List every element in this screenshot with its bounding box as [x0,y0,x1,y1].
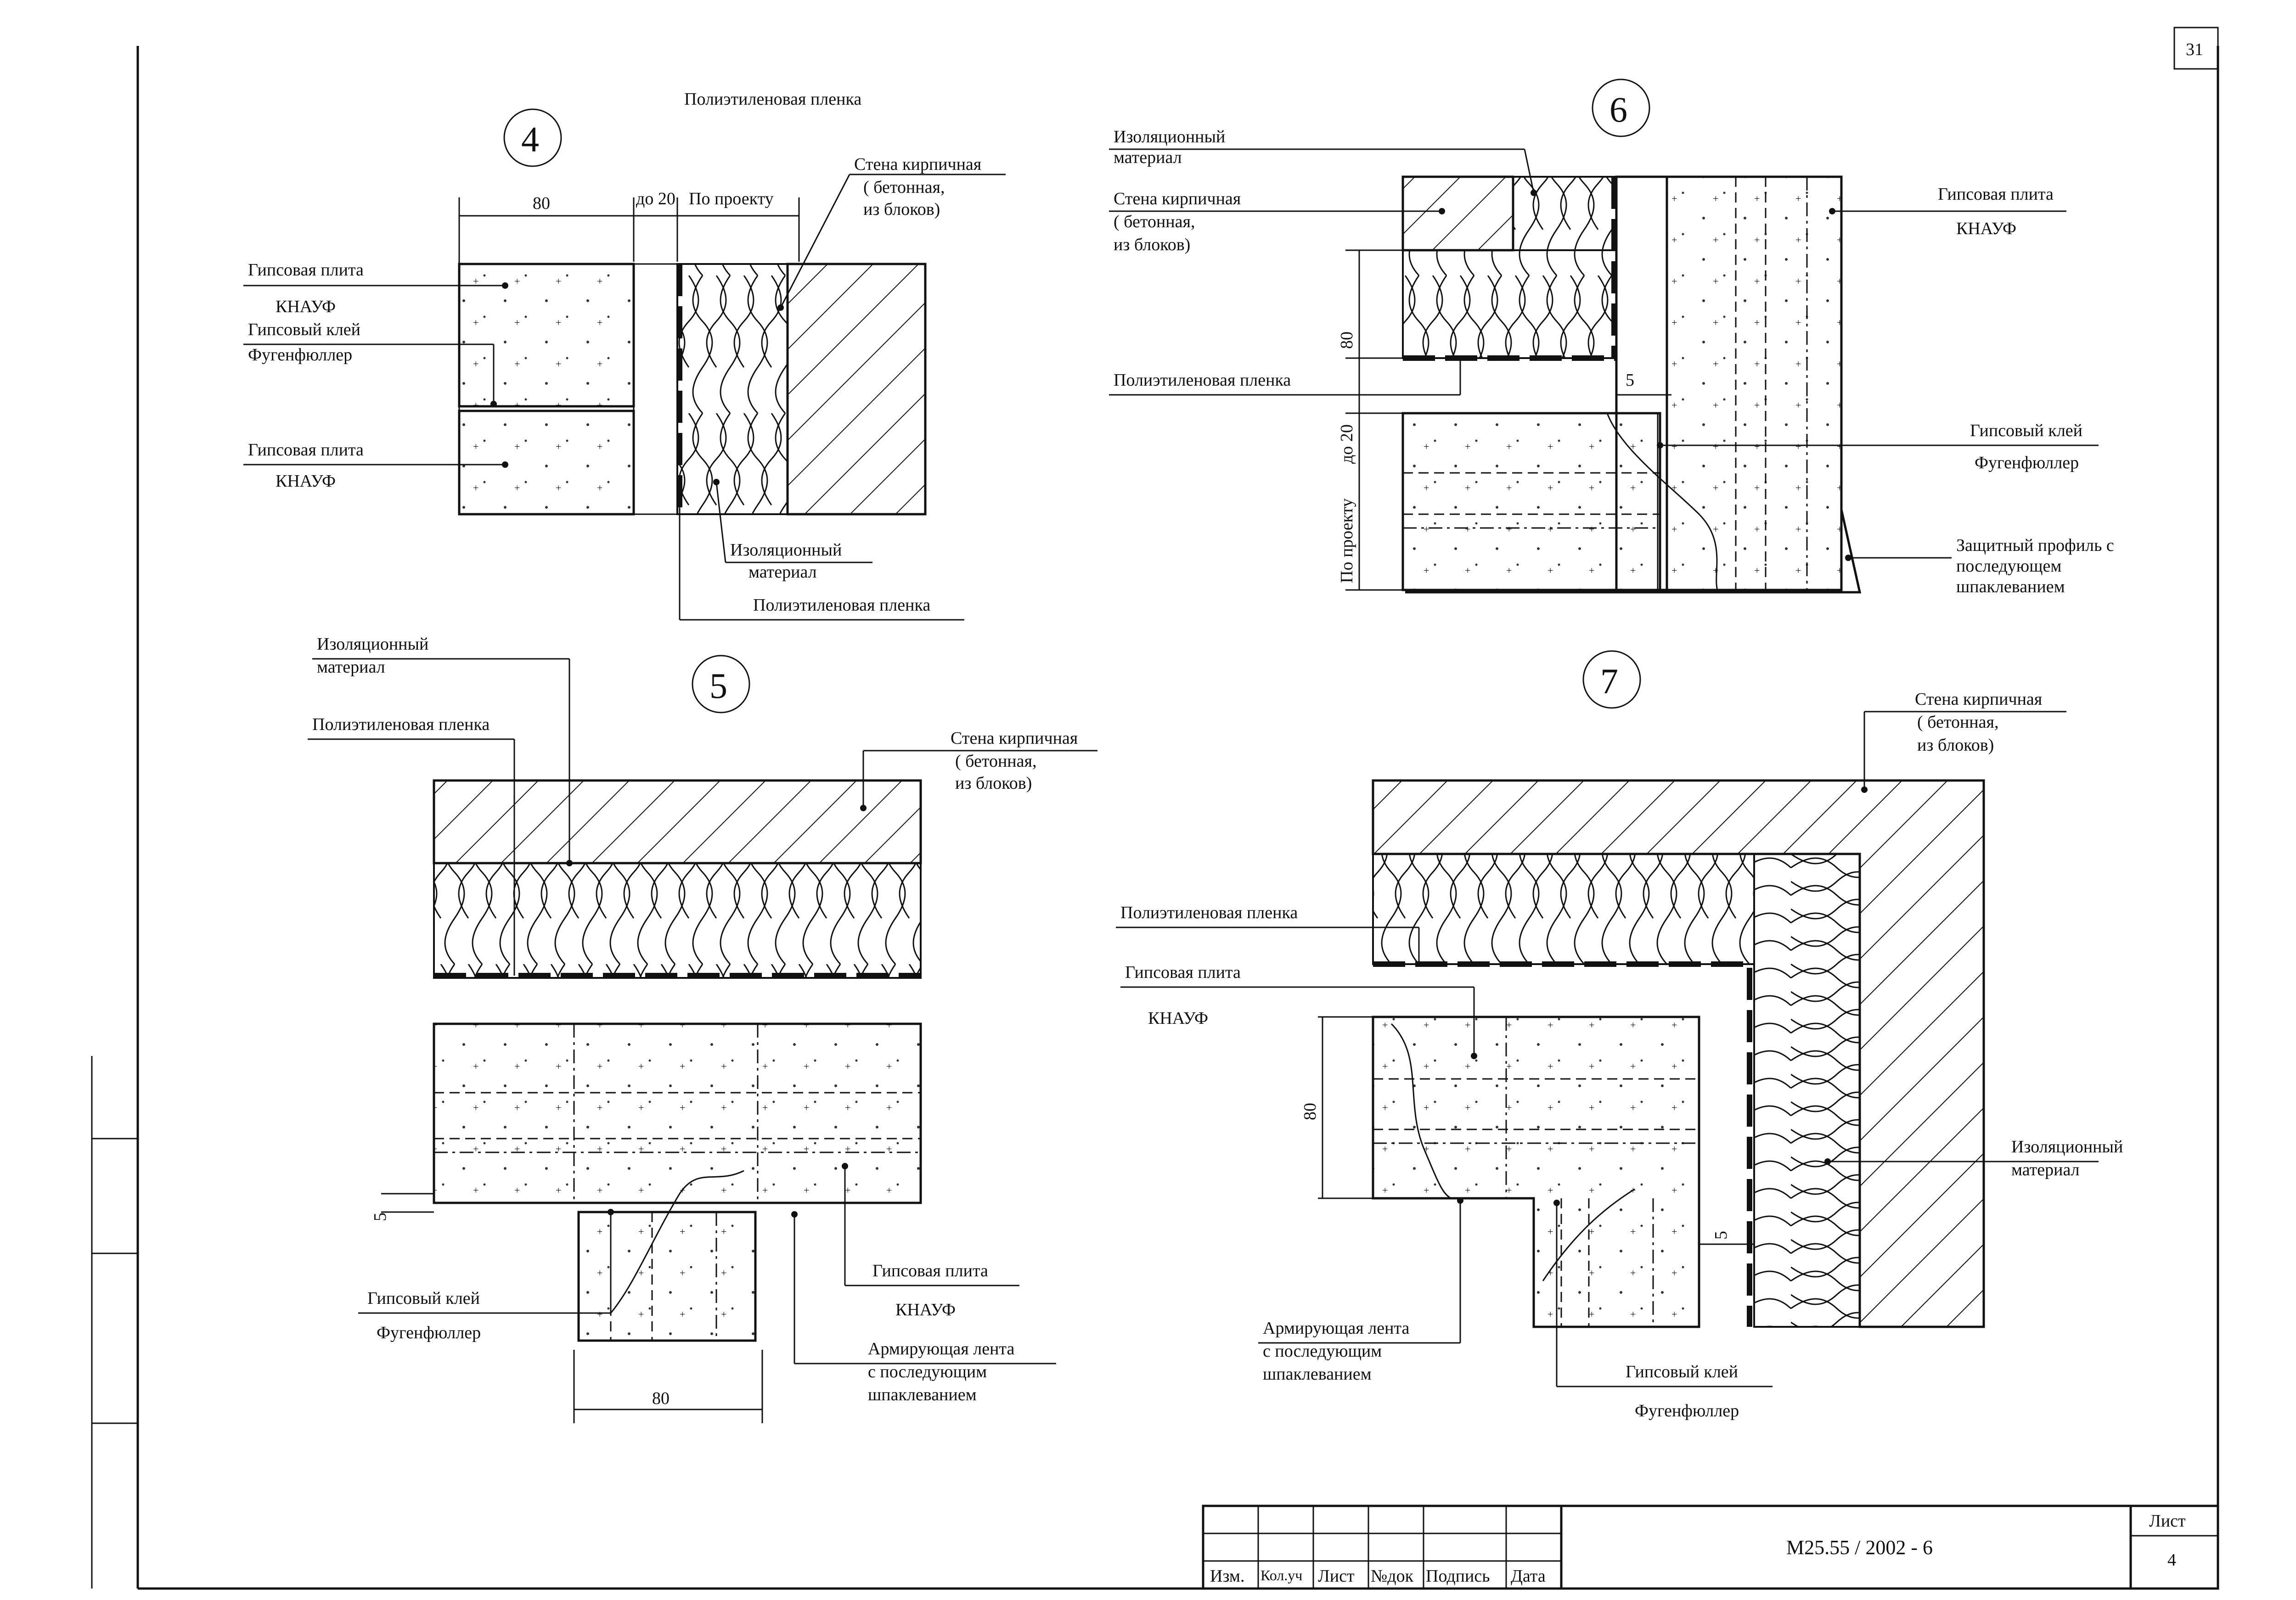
stamp-header-podpis: Подпись [1426,1566,1490,1586]
detail-5-tape-label-1: Армирующая лента [868,1339,1014,1359]
detail-6-dim-5: 5 [1626,371,1634,390]
stamp-header-list: Лист [1318,1566,1355,1586]
detail-4-gyp2-brand: КНАУФ [276,472,336,491]
detail-6-insulation-label-2: материал [1114,148,1182,167]
detail-7-dim-5: 5 [1711,1231,1731,1240]
detail-6: 6 80 до 20 По проекту 5 Изоляцио [1109,79,2114,596]
detail-4-wall-label-1: Стена кирпичная [854,155,981,174]
detail-6-profile-label-1: Защитный профиль с [1956,536,2114,555]
detail-4-glue-brand: Фугенфюллер [248,345,352,365]
detail-4-film-label: Полиэтиленовая пленка [753,595,930,615]
detail-4-number: 4 [521,119,539,159]
detail-6-gyp-brand: КНАУФ [1956,219,2016,238]
detail-4-top-label: Полиэтиленовая пленка [684,90,861,109]
detail-4-insulation-label-1: Изоляционный [730,540,842,560]
detail-7-insulation-label-2: материал [2011,1160,2080,1179]
detail-6-number: 6 [1609,90,1627,129]
detail-6-wall-label-2: ( бетонная, [1114,212,1195,231]
detail-5-dim-5: 5 [371,1213,390,1221]
detail-5-film-label: Полиэтиленовая пленка [312,715,490,734]
detail-6-glue-brand: Фугенфюллер [1975,453,2079,472]
detail-4: 4 Полиэтиленовая пленка 80 до 20 По прое… [243,90,1006,621]
detail-5-gyp-brand: КНАУФ [895,1300,956,1319]
detail-5-dim-80: 80 [652,1389,670,1408]
page-number: 31 [2186,40,2203,59]
detail-4-gyp1-label: Гипсовая плита [248,260,364,280]
detail-7-glue-brand: Фугенфюллер [1635,1401,1739,1420]
detail-4-glue-label: Гипсовый клей [248,320,360,339]
detail-7: 7 80 5 Стена кирпичная ( бетонная, из бл… [1116,650,2123,1420]
sheet-label: Лист [2149,1511,2186,1531]
detail-7-gyp-brand: КНАУФ [1148,1009,1208,1028]
detail-5-wall-label-1: Стена кирпичная [951,729,1078,748]
detail-4-wall-label-3: из блоков) [863,200,940,219]
stamp-header-data: Дата [1511,1566,1546,1586]
detail-5-wall-label-2: ( бетонная, [955,752,1036,771]
detail-7-wall-label-2: ( бетонная, [1917,713,1998,732]
detail-4-dim-project: По проекту [689,189,774,208]
detail-7-number: 7 [1600,661,1618,701]
detail-6-glue-label: Гипсовый клей [1970,421,2082,440]
detail-5-number: 5 [709,666,727,706]
detail-5-tape-label-2: с последующим [868,1362,987,1381]
detail-6-dim-do20: до 20 [1337,424,1356,464]
detail-7-tape-label-3: шпаклеванием [1263,1364,1372,1384]
detail-6-dim-80: 80 [1337,331,1356,349]
detail-7-tape-label-1: Армирующая лента [1263,1319,1409,1338]
detail-7-wall-label-1: Стена кирпичная [1915,690,2042,709]
detail-4-gyp2-label: Гипсовая плита [248,440,364,460]
detail-6-profile-label-2: последующем [1956,556,2061,576]
detail-6-wall-label-1: Стена кирпичная [1114,189,1241,208]
detail-6-profile-label-3: шпаклеванием [1956,577,2065,596]
detail-6-film-label: Полиэтиленовая пленка [1114,371,1291,390]
document-code: М25.55 / 2002 - 6 [1786,1536,1933,1559]
detail-7-wall-label-3: из блоков) [1917,735,1994,755]
stamp-header-ndok: №док [1371,1566,1414,1586]
detail-4-dim-do20: до 20 [636,189,675,208]
detail-7-insulation-label-1: Изоляционный [2011,1137,2123,1156]
stamp-header-izm: Изм. [1210,1566,1244,1586]
detail-6-insulation-label-1: Изоляционный [1114,127,1225,146]
detail-5-insulation-label-1: Изоляционный [317,634,428,654]
detail-5-tape-label-3: шпаклеванием [868,1385,977,1404]
detail-7-glue-label: Гипсовый клей [1626,1362,1738,1381]
detail-7-gyp-label: Гипсовая плита [1125,963,1241,982]
detail-7-tape-label-2: с последующим [1263,1342,1382,1361]
detail-5-wall-label-3: из блоков) [955,774,1032,793]
detail-7-film-label: Полиэтиленовая пленка [1120,903,1298,922]
stamp-header-kol: Кол.уч [1261,1567,1302,1583]
detail-4-insulation-label-2: материал [748,562,817,582]
sheet-frame: 31 [91,27,2219,1590]
detail-7-dim-80: 80 [1300,1103,1320,1120]
detail-4-dim-80: 80 [533,194,550,213]
detail-6-wall-label-3: из блоков) [1114,235,1190,254]
title-block: Изм. Кол.уч Лист №док Подпись Дата М25.5… [1202,1505,2219,1590]
detail-5-gyp-label: Гипсовая плита [872,1261,988,1280]
detail-5-glue-label: Гипсовый клей [367,1289,480,1308]
detail-5-glue-brand: Фугенфюллер [377,1323,481,1342]
detail-5: 5 5 80 Изоляционный материал Полиэти [308,634,1097,1423]
detail-4-gyp1-brand: КНАУФ [276,297,336,316]
detail-6-dim-project: По проекту [1337,498,1356,583]
detail-5-insulation-label-2: материал [317,657,385,677]
detail-4-wall-label-2: ( бетонная, [863,178,945,197]
detail-6-gyp-label: Гипсовая плита [1938,185,2054,204]
sheet-number: 4 [2167,1550,2176,1570]
